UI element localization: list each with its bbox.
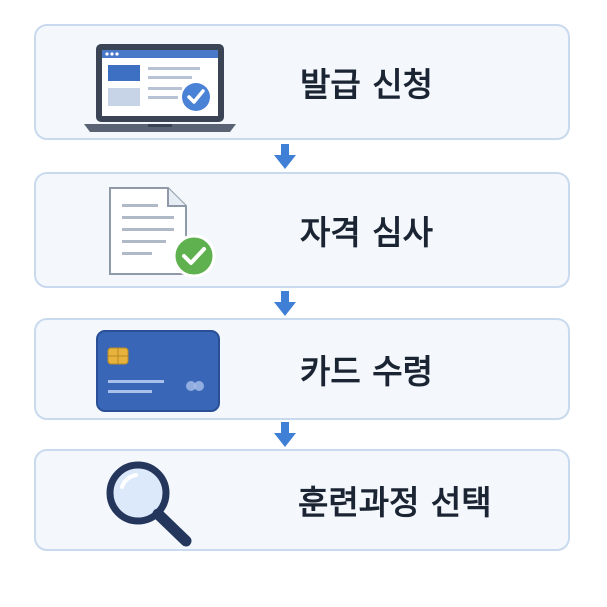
step-label-apply: 발급 신청 [300,65,433,104]
arrow-down-icon [274,422,296,447]
step-box-select-course: 훈련과정 선택 [34,449,570,551]
step-label-receive-card: 카드 수령 [300,352,433,391]
arrow-down-icon [274,291,296,316]
step-box-receive-card: 카드 수령 [34,318,570,420]
arrow-down-icon [274,144,296,169]
step-box-review: 자격 심사 [34,172,570,288]
laptop-check-icon [84,44,236,132]
step-box-apply: 발급 신청 [34,24,570,140]
magnifier-icon [106,461,192,547]
step-label-review: 자격 심사 [300,213,433,252]
step-label-select-course: 훈련과정 선택 [298,483,492,522]
credit-card-icon [96,330,220,412]
document-check-icon [109,187,216,278]
